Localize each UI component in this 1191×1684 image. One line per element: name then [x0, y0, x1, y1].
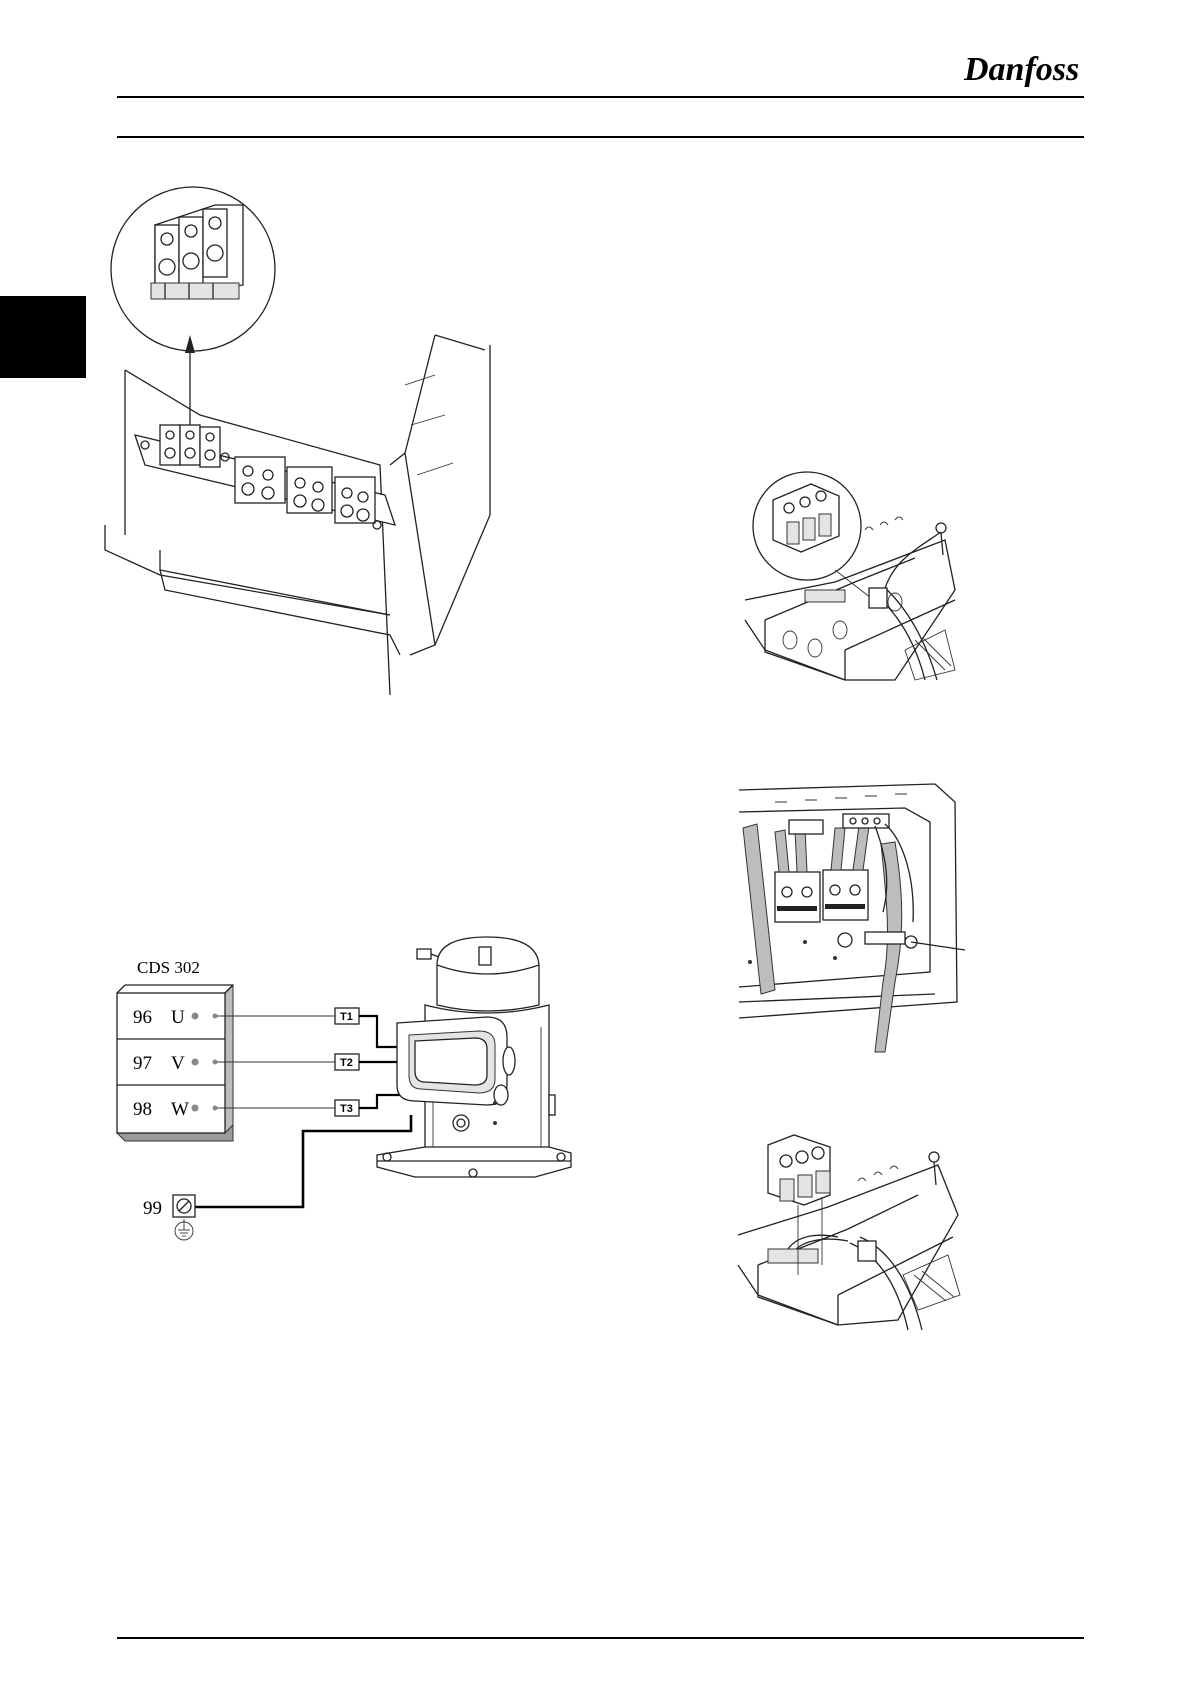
motor-terminal-t2: T2 — [335, 1054, 359, 1070]
terminal-number: 96 — [133, 1007, 152, 1028]
terminal-plate — [135, 425, 395, 529]
motor-terminal-t1: T1 — [335, 1008, 359, 1024]
motor-terminal-t3: T3 — [335, 1100, 359, 1116]
cable-connection-figure-b — [735, 782, 965, 1052]
header-rule-bottom — [117, 136, 1084, 138]
svg-text:T1: T1 — [340, 1011, 353, 1023]
terminal-block-figure — [105, 195, 545, 715]
terminal-letter: U — [171, 1007, 185, 1028]
brand-text: Danfoss — [963, 51, 1079, 88]
plug-connector-c — [768, 1135, 830, 1205]
cable-connection-figure-c — [738, 1125, 978, 1335]
danfoss-logo-icon: Danfoss — [962, 42, 1087, 94]
cable-connection-figure-a — [745, 470, 985, 700]
terminal-letter: V — [171, 1053, 185, 1074]
terminal-number: 98 — [133, 1099, 152, 1120]
header-rule-top — [117, 96, 1084, 98]
drive-chassis — [105, 335, 490, 695]
footer-rule — [117, 1637, 1084, 1639]
device-label: CDS 302 — [137, 958, 200, 977]
terminal-letter: W — [171, 1099, 189, 1120]
motor-wiring-figure: CDS 302 96 U 97 V 98 W — [115, 935, 595, 1245]
ground-number: 99 — [143, 1198, 162, 1219]
svg-text:T2: T2 — [340, 1057, 353, 1069]
terminal-number: 97 — [133, 1053, 152, 1074]
svg-text:T3: T3 — [340, 1103, 353, 1115]
chapter-tab — [0, 296, 86, 378]
ground-terminal-99: 99 — [143, 1195, 195, 1240]
compressor-illustration — [377, 937, 571, 1177]
drive-interior-b — [739, 784, 965, 1052]
ground-symbol-icon — [175, 1219, 193, 1240]
